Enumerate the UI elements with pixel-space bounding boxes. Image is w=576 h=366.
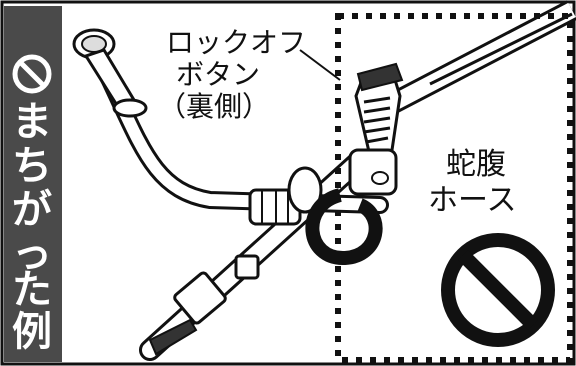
prohibited-icon [12, 54, 52, 94]
handle-clamp [248, 166, 323, 226]
hose-label-line2: ホース [428, 183, 517, 218]
sidebar-char: が [12, 187, 52, 233]
throttle-lever [148, 254, 260, 356]
sidebar-char: ち [12, 143, 52, 189]
lockoff-label-line1: ロックオフ [166, 26, 307, 59]
lockoff-label-line2: ボタン [176, 58, 261, 91]
lockoff-label-line3: （裏側） [158, 90, 271, 123]
bellows-hose [305, 188, 383, 265]
sidebar-char: 例 [12, 309, 52, 355]
sidebar-char: ま [12, 99, 52, 145]
sidebar-char: た [12, 267, 52, 313]
sidebar-char: っ [12, 231, 52, 277]
left-grip [72, 28, 148, 118]
rear-grip [348, 62, 404, 196]
prohibited-icon [441, 233, 555, 347]
upper-shaft [374, 0, 576, 120]
callout-leader [299, 49, 341, 81]
hose-label-line1: 蛇腹 [446, 147, 506, 182]
dashed-highlight-box [335, 13, 573, 363]
